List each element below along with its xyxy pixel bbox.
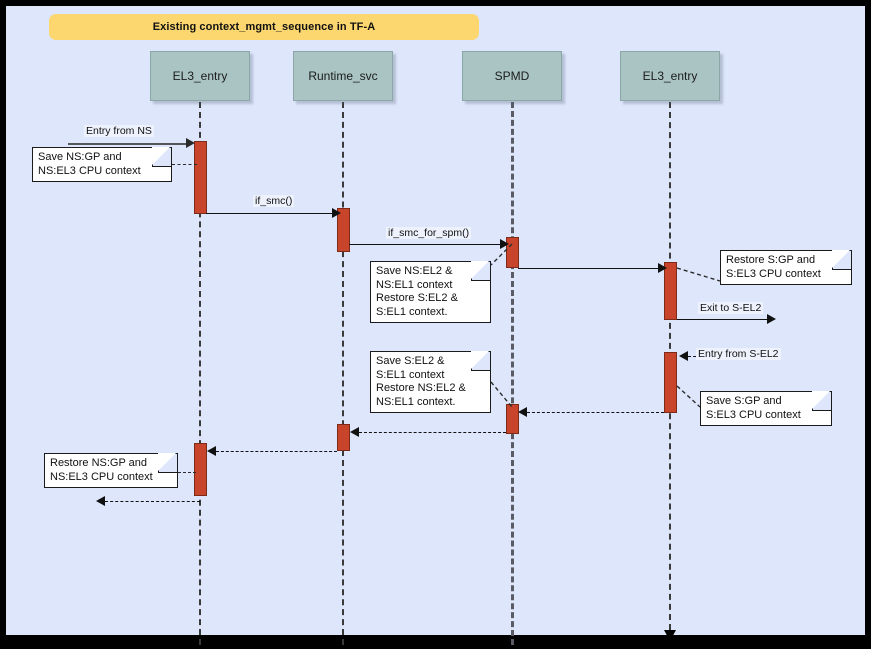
note-line: S:EL3 CPU context: [706, 408, 801, 421]
diagram-title-banner: Existing context_mgmt_sequence in TF-A: [49, 14, 479, 40]
note-line: NS:EL1 context.: [376, 395, 456, 408]
message-label-if-smc: if_smc(): [253, 195, 295, 207]
note-line: Save NS:GP and: [38, 151, 122, 163]
note-line: NS:EL3 CPU context: [50, 470, 153, 483]
note-line: NS:EL3 CPU context: [38, 164, 141, 177]
note-line: Save S:GP and: [706, 395, 782, 407]
message-arrowhead-icon: [207, 446, 216, 456]
message-arrow-return-to-spmd: [527, 412, 664, 413]
activation-bar-el3-entry-right-2: [664, 352, 677, 413]
message-arrow-if-smc-for-spm: [349, 244, 502, 245]
message-arrow-entry-from-ns: [68, 143, 188, 145]
note-save-ns-gp: Save NS:GP and NS:EL3 CPU context: [32, 147, 172, 182]
message-arrowhead-icon: [679, 351, 688, 361]
note-fold-corner-icon: [471, 261, 490, 281]
note-fold-corner-icon: [158, 453, 177, 473]
activation-bar-el3-entry-left-1: [194, 141, 207, 214]
message-arrow-if-smc: [206, 213, 334, 214]
note-connector-line: [172, 164, 197, 165]
message-arrow-return-to-external: [105, 501, 200, 502]
lifeline-spmd: [511, 102, 514, 645]
note-save-s-gp: Save S:GP and S:EL3 CPU context: [700, 391, 832, 426]
activation-bar-spmd-1: [506, 237, 519, 268]
actor-box-el3-entry-left[interactable]: EL3_entry: [150, 51, 250, 101]
note-line: NS:EL1 context: [376, 278, 453, 291]
activation-bar-el3-entry-right-1: [664, 262, 677, 320]
note-restore-ns-gp: Restore NS:GP and NS:EL3 CPU context: [44, 453, 178, 488]
note-line: Restore NS:EL2 &: [376, 382, 466, 394]
message-arrow-return-to-runtime-svc: [359, 432, 506, 433]
message-arrowhead-icon: [500, 239, 509, 249]
actor-label: Runtime_svc: [308, 69, 378, 83]
actor-box-spmd[interactable]: SPMD: [462, 51, 562, 101]
diagram-canvas: Existing context_mgmt_sequence in TF-A E…: [6, 6, 865, 645]
message-arrowhead-icon: [350, 427, 359, 437]
message-label-exit-to-s-el2: Exit to S-EL2: [698, 302, 764, 314]
note-line: Save NS:EL2 &: [376, 265, 453, 277]
message-label-entry-from-ns: Entry from NS: [84, 125, 154, 137]
note-fold-corner-icon: [471, 351, 490, 371]
message-arrowhead-icon: [332, 208, 341, 218]
actor-label: EL3_entry: [172, 69, 228, 83]
activation-bar-runtime-svc-1: [337, 208, 350, 252]
message-arrowhead-icon: [518, 407, 527, 417]
activation-bar-spmd-2: [506, 404, 519, 434]
message-arrow-return-to-el3-entry-left: [216, 451, 337, 452]
note-line: Restore NS:GP and: [50, 457, 148, 469]
note-line: S:EL1 context: [376, 368, 445, 381]
message-arrowhead-icon: [186, 138, 195, 148]
lifeline-el3-entry-left: [199, 102, 201, 645]
activation-bar-runtime-svc-2: [337, 424, 350, 451]
note-line: Save S:EL2 &: [376, 355, 445, 367]
diagram-title-text: Existing context_mgmt_sequence in TF-A: [152, 21, 376, 33]
note-line: S:EL1 context.: [376, 305, 448, 318]
message-arrowhead-icon: [96, 496, 105, 506]
actor-box-runtime-svc[interactable]: Runtime_svc: [293, 51, 393, 101]
note-line: S:EL3 CPU context: [726, 267, 821, 280]
note-save-ns-el2: Save NS:EL2 & NS:EL1 context Restore S:E…: [370, 261, 491, 323]
message-label-if-smc-for-spm: if_smc_for_spm(): [386, 227, 472, 239]
actor-label: SPMD: [494, 69, 530, 83]
note-save-s-el2: Save S:EL2 & S:EL1 context Restore NS:EL…: [370, 351, 491, 413]
lifeline-runtime-svc: [342, 102, 344, 645]
message-arrow-exit-to-s-el2: [677, 319, 769, 320]
note-fold-corner-icon: [812, 391, 831, 411]
message-arrowhead-icon: [767, 314, 776, 324]
actor-box-el3-entry-right[interactable]: EL3_entry: [620, 51, 720, 101]
actor-label: EL3_entry: [642, 69, 698, 83]
lifeline-end-arrow-icon: [664, 630, 676, 641]
note-fold-corner-icon: [152, 147, 171, 167]
note-connector-line: [178, 472, 196, 473]
note-line: Restore S:GP and: [726, 254, 816, 266]
message-label-entry-from-s-el2: Entry from S-EL2: [696, 348, 781, 360]
note-restore-s-gp: Restore S:GP and S:EL3 CPU context: [720, 250, 852, 285]
note-fold-corner-icon: [832, 250, 851, 270]
message-arrow-spmd-to-el3-entry: [518, 268, 660, 269]
activation-bar-el3-entry-left-2: [194, 443, 207, 496]
message-arrowhead-icon: [658, 263, 667, 273]
note-line: Restore S:EL2 &: [376, 292, 458, 304]
